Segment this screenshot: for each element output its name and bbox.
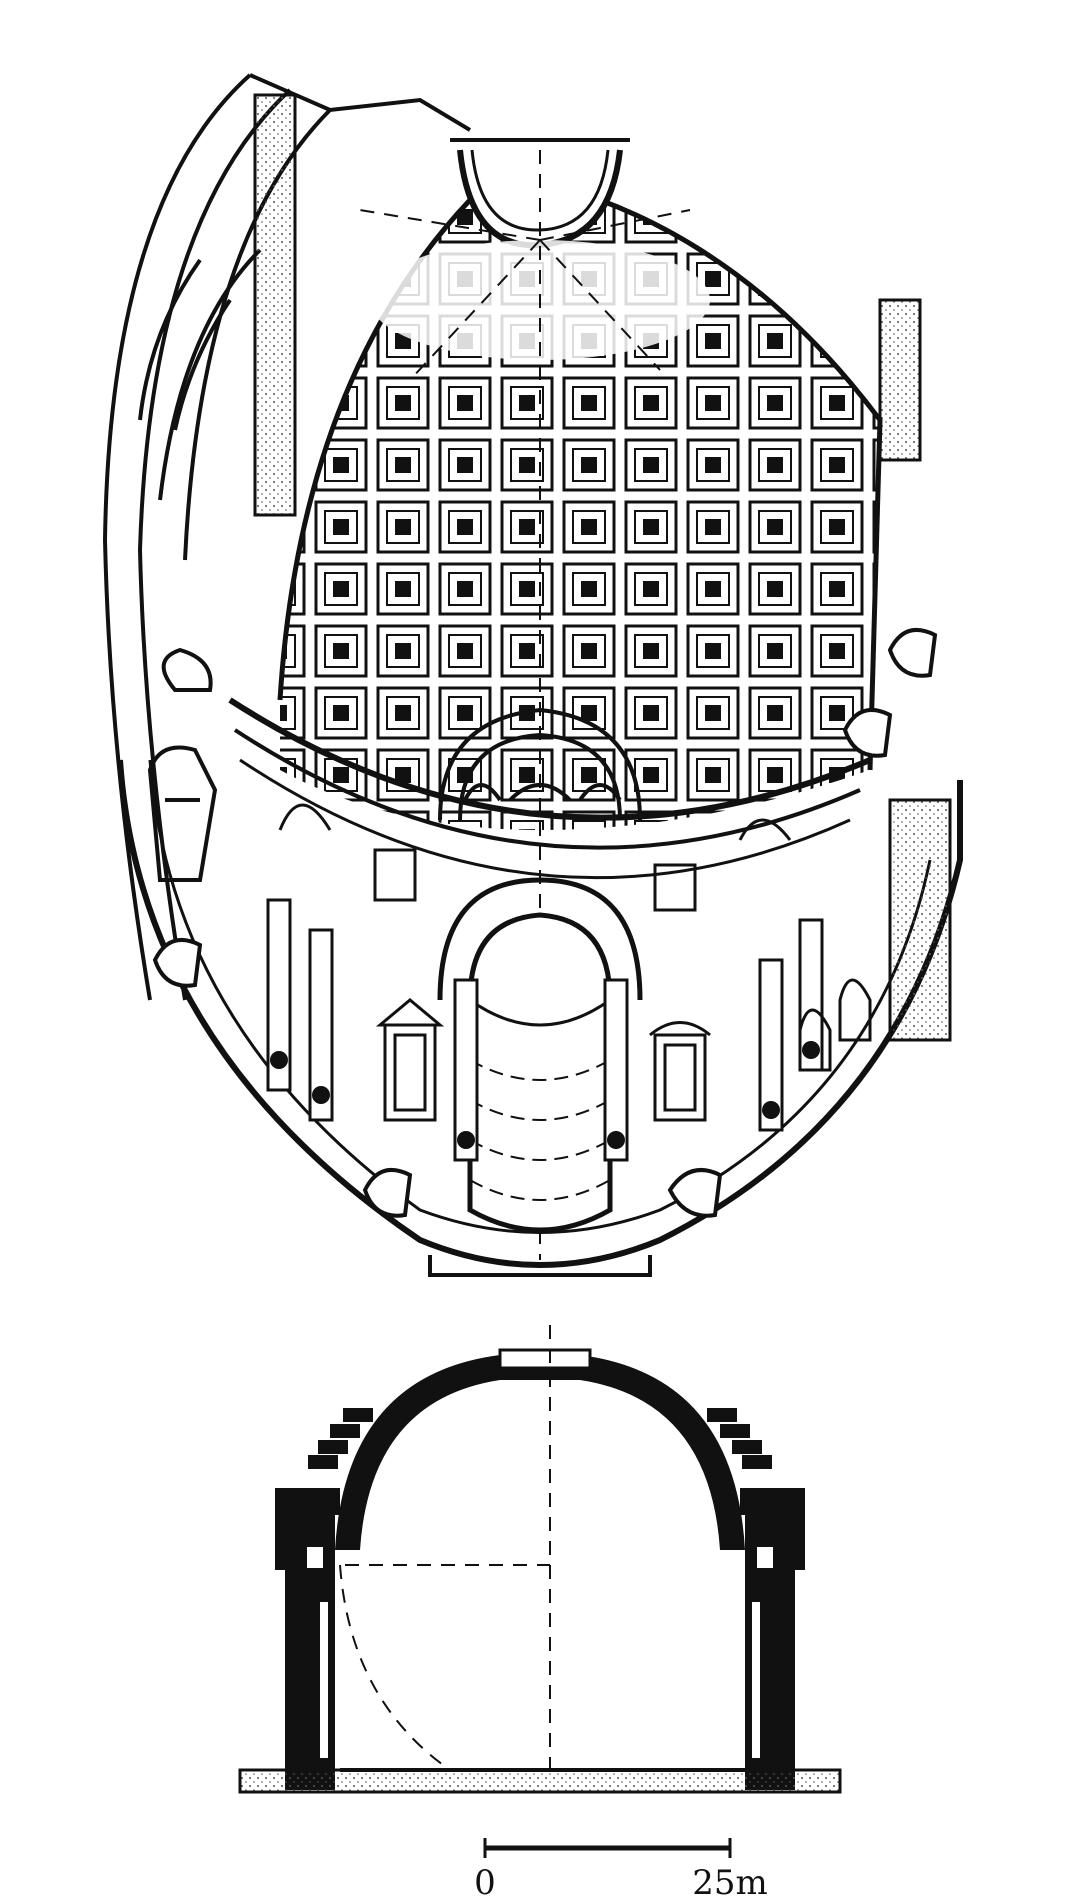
attic-windows bbox=[278, 803, 792, 912]
right-wall-section bbox=[878, 298, 922, 462]
section-oculus bbox=[498, 1348, 592, 1370]
aedicule-right bbox=[649, 1021, 711, 1122]
interior-columns bbox=[266, 898, 824, 1162]
entrance-step bbox=[428, 1255, 652, 1277]
left-wall-section bbox=[253, 93, 297, 517]
left-chapel bbox=[147, 745, 218, 882]
step-rings bbox=[308, 1408, 772, 1469]
scale-start-label: 0 bbox=[474, 1863, 496, 1901]
outer-niches bbox=[152, 628, 938, 1218]
cross-section bbox=[238, 1325, 842, 1794]
section-inner-piers bbox=[303, 1543, 777, 1762]
scale-end-label: 25m bbox=[692, 1863, 768, 1901]
oculus bbox=[450, 138, 630, 249]
plan-perimeter-inner bbox=[148, 759, 932, 1234]
right-exterior-arches bbox=[798, 798, 952, 1072]
plan-perimeter bbox=[117, 759, 963, 1268]
aedicule-left bbox=[375, 998, 445, 1122]
axonometric-cutaway bbox=[102, 73, 963, 1277]
drum-apse bbox=[438, 707, 642, 821]
scale-bar: 0 25m bbox=[474, 1838, 768, 1901]
central-apse bbox=[437, 877, 643, 1233]
section-floor bbox=[238, 1768, 842, 1794]
section-construction-lines bbox=[339, 1325, 551, 1780]
column-bases bbox=[270, 1041, 820, 1149]
section-dome bbox=[335, 1355, 745, 1550]
